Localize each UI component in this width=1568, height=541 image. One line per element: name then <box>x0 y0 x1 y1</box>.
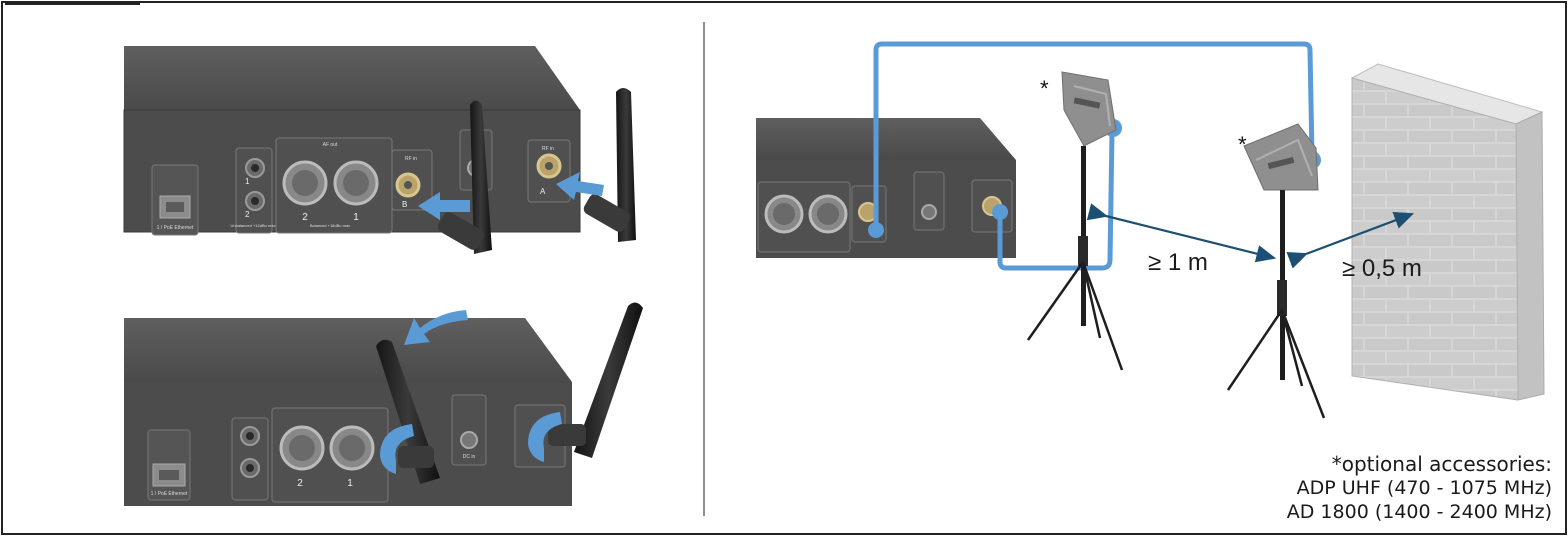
af-out-xlr-label: AF out <box>323 142 338 148</box>
receiver-bottom-left: 1 / PoE Ethernet 2 1 DC in <box>124 302 643 506</box>
af-out-1-label: 1 <box>245 177 250 186</box>
port-a-label: A <box>540 187 546 196</box>
footnote-title: *optional accessories: <box>1331 452 1552 476</box>
distance-arrow-wall <box>1286 211 1415 269</box>
xlr-1-label-2: 1 <box>347 478 353 489</box>
distance-label-antennas: ≥ 1 m <box>1148 249 1208 276</box>
dc-in-label: DC in <box>463 454 476 460</box>
insert-arrow-b <box>418 192 470 220</box>
brick-wall <box>1350 63 1545 401</box>
optional-marker-1: * <box>1040 76 1049 101</box>
footnote-line-ad1800: AD 1800 (1400 - 2400 MHz) <box>1286 501 1552 523</box>
xlr-2-label-2: 2 <box>297 478 303 489</box>
distance-label-wall: ≥ 0,5 m <box>1342 255 1422 282</box>
af-out-2-label: 2 <box>245 210 250 219</box>
footnote-line-adp: ADP UHF (470 - 1075 MHz) <box>1296 477 1552 499</box>
receiver-right <box>756 118 1016 258</box>
xlr-1-label: 1 <box>353 212 359 223</box>
optional-marker-2: * <box>1238 132 1247 157</box>
cable-b <box>873 41 1315 231</box>
antenna-stand-1: * <box>1026 71 1124 371</box>
antenna-a <box>616 88 636 242</box>
unbalanced-label: Unbalanced +12dBu max <box>230 223 275 228</box>
receiver-top-left: 1 / PoE Ethernet 1 2 Unbalanced +12dBu m… <box>123 46 636 254</box>
rf-in-a-label: RF in <box>542 146 554 152</box>
xlr-2-label: 2 <box>302 212 308 223</box>
balanced-label: Balanced +18dBu max <box>310 223 350 228</box>
rotate-arrow-top <box>404 310 468 345</box>
ethernet-label-2: 1 / PoE Ethernet <box>151 491 188 497</box>
antenna-b <box>470 100 492 254</box>
rotate-arrow-b <box>380 424 414 474</box>
antenna-stand-2: * <box>1226 123 1326 419</box>
rf-in-b-label: RF in <box>405 156 417 162</box>
antenna-cables <box>873 41 1315 271</box>
accessories-footnote: *optional accessories: ADP UHF (470 - 10… <box>1287 452 1552 524</box>
cable-a <box>997 129 1115 271</box>
distance-arrow-antennas <box>1086 203 1277 263</box>
insert-arrow-a <box>556 172 604 200</box>
rotate-arrow-a <box>528 412 562 462</box>
mounted-antenna-a <box>574 302 643 458</box>
port-b-label: B <box>402 200 407 209</box>
ethernet-label: 1 / PoE Ethernet <box>157 225 194 231</box>
